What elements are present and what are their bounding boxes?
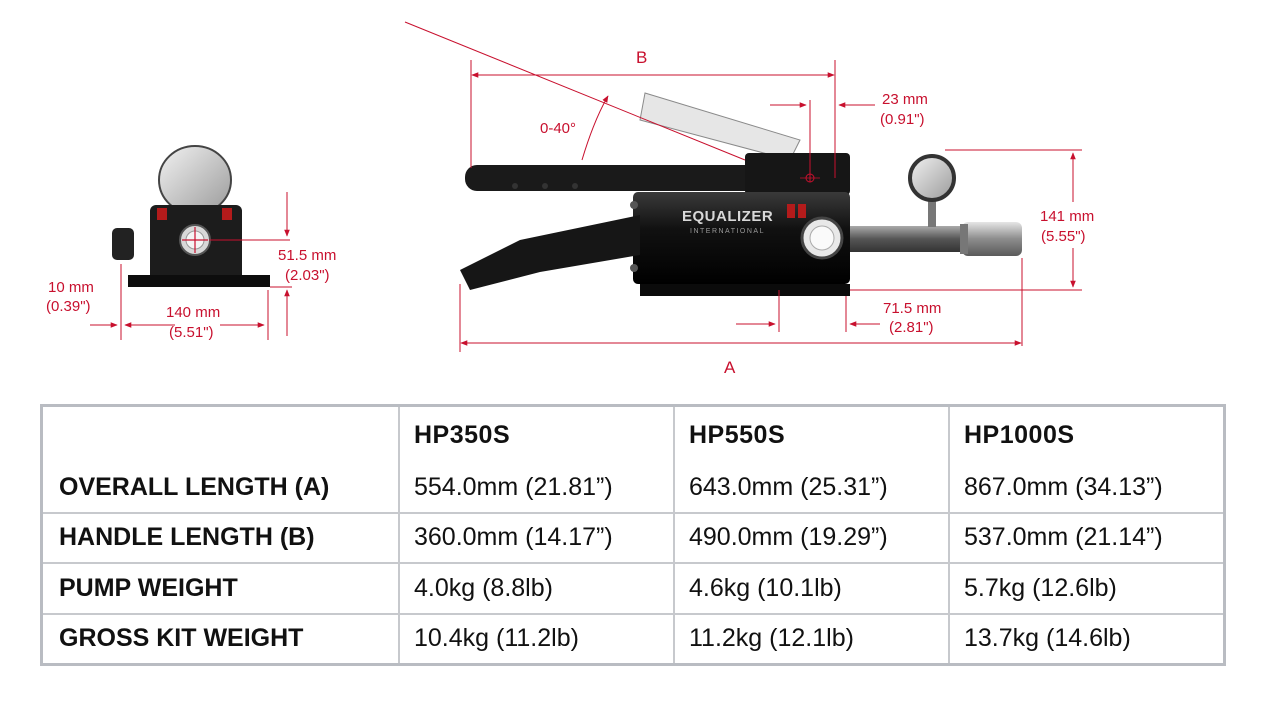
offset-in: (0.91") <box>880 111 925 128</box>
table-row: PUMP WEIGHT 4.0kg (8.8lb) 4.6kg (10.1lb)… <box>43 564 1223 615</box>
handle-angle: 0-40° <box>540 120 576 137</box>
table-cell: 643.0mm (25.31”) <box>675 463 950 514</box>
table-cell: 490.0mm (19.29”) <box>675 513 950 564</box>
table-header-corner <box>43 407 400 463</box>
base-height-mm: 10 mm <box>48 279 94 296</box>
table-cell: 11.2kg (12.1lb) <box>675 614 950 663</box>
table-cell: 4.0kg (8.8lb) <box>400 564 675 615</box>
row-label: GROSS KIT WEIGHT <box>43 614 400 663</box>
table-row: GROSS KIT WEIGHT 10.4kg (11.2lb) 11.2kg … <box>43 614 1223 663</box>
table-cell: 4.6kg (10.1lb) <box>675 564 950 615</box>
base-width-in: (5.51") <box>169 324 214 341</box>
port-offset-in: (2.81") <box>889 319 934 336</box>
table-header-row: HP350S HP550S HP1000S <box>43 407 1223 463</box>
table-cell: 10.4kg (11.2lb) <box>400 614 675 663</box>
table-cell: 13.7kg (14.6lb) <box>964 624 1131 653</box>
front-view-dimensions: B 0-40° 23 mm (0.91") 141 mm (5.55") 71.… <box>404 21 1094 377</box>
base-width-mm: 140 mm <box>166 304 220 321</box>
pump-end-view <box>112 145 270 287</box>
table-cell: 554.0mm (21.81”) <box>400 463 675 514</box>
row-label: PUMP WEIGHT <box>43 564 400 615</box>
port-offset-mm: 71.5 mm <box>883 300 941 317</box>
pump-dimension-diagram: 51.5 mm (2.03") 10 mm (0.39") 140 mm (5.… <box>46 21 1094 377</box>
handle-length-letter: B <box>636 48 647 67</box>
table-cell: 537.0mm (21.14”) <box>950 514 1223 564</box>
table-header-hp1000s: HP1000S <box>964 420 1075 449</box>
overall-length-letter: A <box>724 358 736 377</box>
end-view-dimensions: 51.5 mm (2.03") 10 mm (0.39") 140 mm (5.… <box>46 192 336 341</box>
row-label: OVERALL LENGTH (A) <box>43 463 400 514</box>
table-row: OVERALL LENGTH (A) 554.0mm (21.81”) 643.… <box>43 463 1223 514</box>
end-height-mm: 51.5 mm <box>278 247 336 264</box>
offset-mm: 23 mm <box>882 91 928 108</box>
table-cell: 867.0mm (34.13”) <box>950 463 1223 514</box>
table-cell: 360.0mm (14.17”) <box>400 513 675 564</box>
height-in: (5.55") <box>1041 228 1086 245</box>
table-header-hp350s: HP350S <box>400 407 675 463</box>
row-label: HANDLE LENGTH (B) <box>43 513 400 564</box>
pump-front-view: EQUALIZER INTERNATIONAL <box>460 92 1022 296</box>
brand-logo-subtext: INTERNATIONAL <box>690 228 765 235</box>
table-cell: 5.7kg (12.6lb) <box>950 564 1223 615</box>
brand-logo-text: EQUALIZER <box>682 208 773 225</box>
base-height-in: (0.39") <box>46 298 91 315</box>
height-mm: 141 mm <box>1040 208 1094 225</box>
specs-table: HP350S HP550S HP1000S OVERALL LENGTH (A)… <box>40 404 1226 666</box>
table-header-hp550s: HP550S <box>675 407 950 463</box>
table-row: HANDLE LENGTH (B) 360.0mm (14.17”) 490.0… <box>43 513 1223 564</box>
end-height-in: (2.03") <box>285 267 330 284</box>
